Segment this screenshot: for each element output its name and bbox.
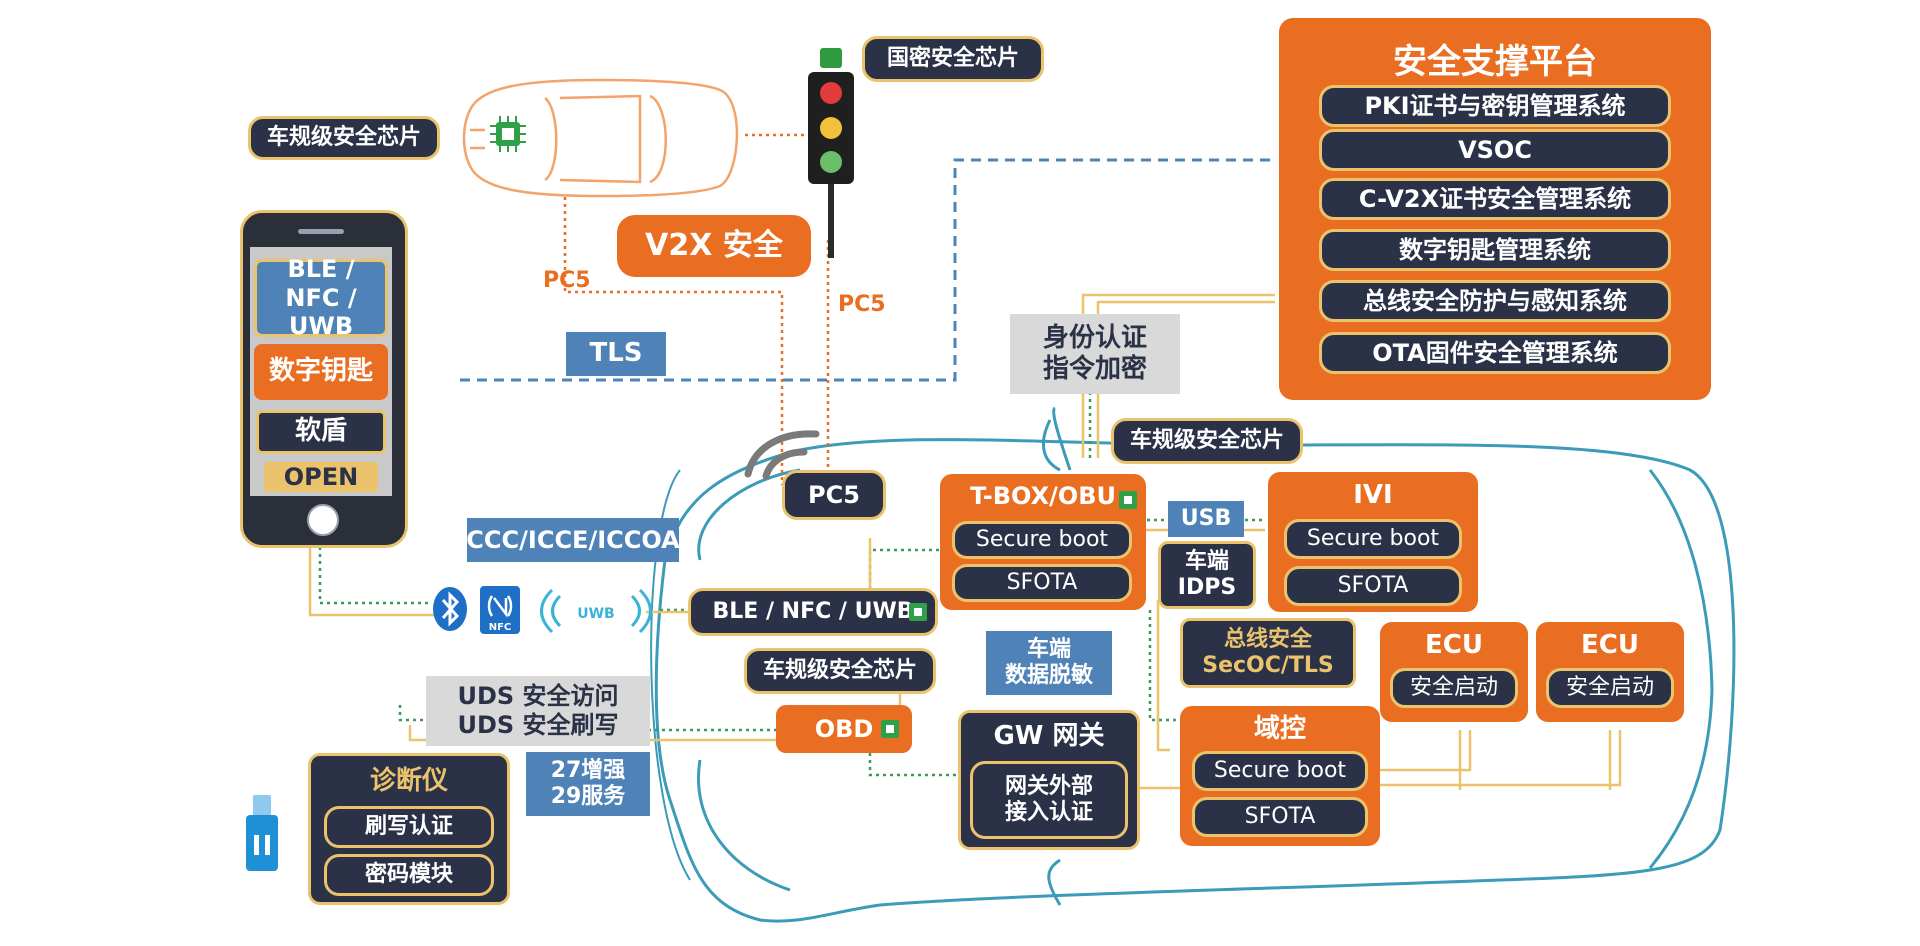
small-car-outline: [462, 78, 739, 198]
tls-link: [460, 158, 1275, 382]
platform-item-vsoc[interactable]: VSOC: [1319, 129, 1671, 171]
ecu1-secure-start[interactable]: 安全启动: [1390, 668, 1518, 708]
services-label: 27增强 29服务: [526, 752, 650, 816]
ivi-sfota[interactable]: SFOTA: [1284, 566, 1462, 606]
pc5-links: [563, 133, 830, 485]
platform-item-digital-key[interactable]: 数字钥匙管理系统: [1319, 229, 1671, 271]
signal-arc-icon: [744, 430, 820, 480]
uds-label: UDS 安全访问 UDS 安全刷写: [426, 676, 650, 746]
ccc-label: CCC/ICCE/ICCOA: [466, 518, 680, 562]
usb-key-icon: [246, 795, 278, 871]
platform-item-bus-security[interactable]: 总线安全防护与感知系统: [1319, 280, 1671, 322]
traffic-light-icon: [808, 48, 854, 258]
data-desensitize-label: 车端 数据脱敏: [986, 631, 1112, 695]
gw-title: GW 网关: [993, 721, 1105, 751]
nfc-icon-label: NFC: [489, 622, 512, 633]
diagnostic-title: 诊断仪: [369, 766, 448, 796]
ble-nfc-uwb-module[interactable]: BLE / NFC / UWB: [688, 588, 938, 636]
platform-item-pki[interactable]: PKI证书与密钥管理系统: [1319, 85, 1671, 127]
domain-title: 域控: [1253, 714, 1306, 744]
tbox-sfota[interactable]: SFOTA: [952, 564, 1132, 602]
uwb-signal-icon: UWB: [540, 588, 652, 634]
bluetooth-icon: [433, 587, 467, 631]
platform-title: 安全支撑平台: [1393, 42, 1597, 82]
vehicle-pc5[interactable]: PC5: [782, 470, 886, 520]
chip-icon: [1119, 491, 1137, 509]
tls-label: TLS: [566, 332, 666, 376]
v2x-security-title: V2X 安全: [617, 215, 811, 277]
chip-icon: [490, 116, 526, 152]
diagnostic-flash-auth[interactable]: 刷写认证: [324, 806, 494, 848]
diagnostic-crypto-module[interactable]: 密码模块: [324, 854, 494, 896]
chip-icon: [881, 720, 899, 738]
ecu1-title: ECU: [1425, 630, 1483, 660]
ivi-title: IVI: [1353, 480, 1393, 510]
pc5-right-label: PC5: [838, 292, 886, 317]
platform-item-cv2x[interactable]: C-V2X证书安全管理系统: [1319, 178, 1671, 220]
usb-label: USB: [1168, 501, 1244, 537]
signal-chip-label[interactable]: 国密安全芯片: [862, 36, 1044, 82]
phone-open-button[interactable]: OPEN: [264, 462, 378, 492]
tbox-secure-boot[interactable]: Secure boot: [952, 521, 1132, 559]
domain-sfota[interactable]: SFOTA: [1192, 797, 1368, 837]
ivi-secure-boot[interactable]: Secure boot: [1284, 519, 1462, 559]
ecu2-title: ECU: [1581, 630, 1639, 660]
domain-secure-boot[interactable]: Secure boot: [1192, 751, 1368, 791]
tbox-chip-label[interactable]: 车规级安全芯片: [1111, 418, 1303, 464]
phone-ble-nfc-uwb[interactable]: BLE / NFC / UWB: [254, 255, 388, 340]
bus-security-secoc[interactable]: 总线安全 SecOC/TLS: [1180, 618, 1356, 688]
ble-chip-label[interactable]: 车规级安全芯片: [744, 648, 936, 694]
chip-icon: [909, 603, 927, 621]
uwb-icon-label: UWB: [577, 606, 614, 622]
phone-home-button[interactable]: [307, 504, 339, 536]
nfc-icon: NFC: [480, 586, 520, 634]
pc5-left-label: PC5: [543, 268, 591, 293]
vehicle-chip-label[interactable]: 车规级安全芯片: [248, 116, 440, 160]
ecu2-secure-start[interactable]: 安全启动: [1546, 668, 1674, 708]
phone-speaker: [298, 229, 344, 234]
platform-item-ota[interactable]: OTA固件安全管理系统: [1319, 332, 1671, 374]
vehicle-idps[interactable]: 车端 IDPS: [1158, 541, 1256, 609]
vehicle-outline: [650, 406, 1736, 923]
tbox-title: T-BOX/OBU: [969, 482, 1117, 510]
gw-external-auth[interactable]: 网关外部 接入认证: [970, 761, 1128, 839]
phone-digital-key[interactable]: 数字钥匙: [254, 344, 388, 400]
phone-soft-shield[interactable]: 软盾: [256, 410, 386, 454]
identity-encryption-label: 身份认证 指令加密: [1010, 314, 1180, 394]
